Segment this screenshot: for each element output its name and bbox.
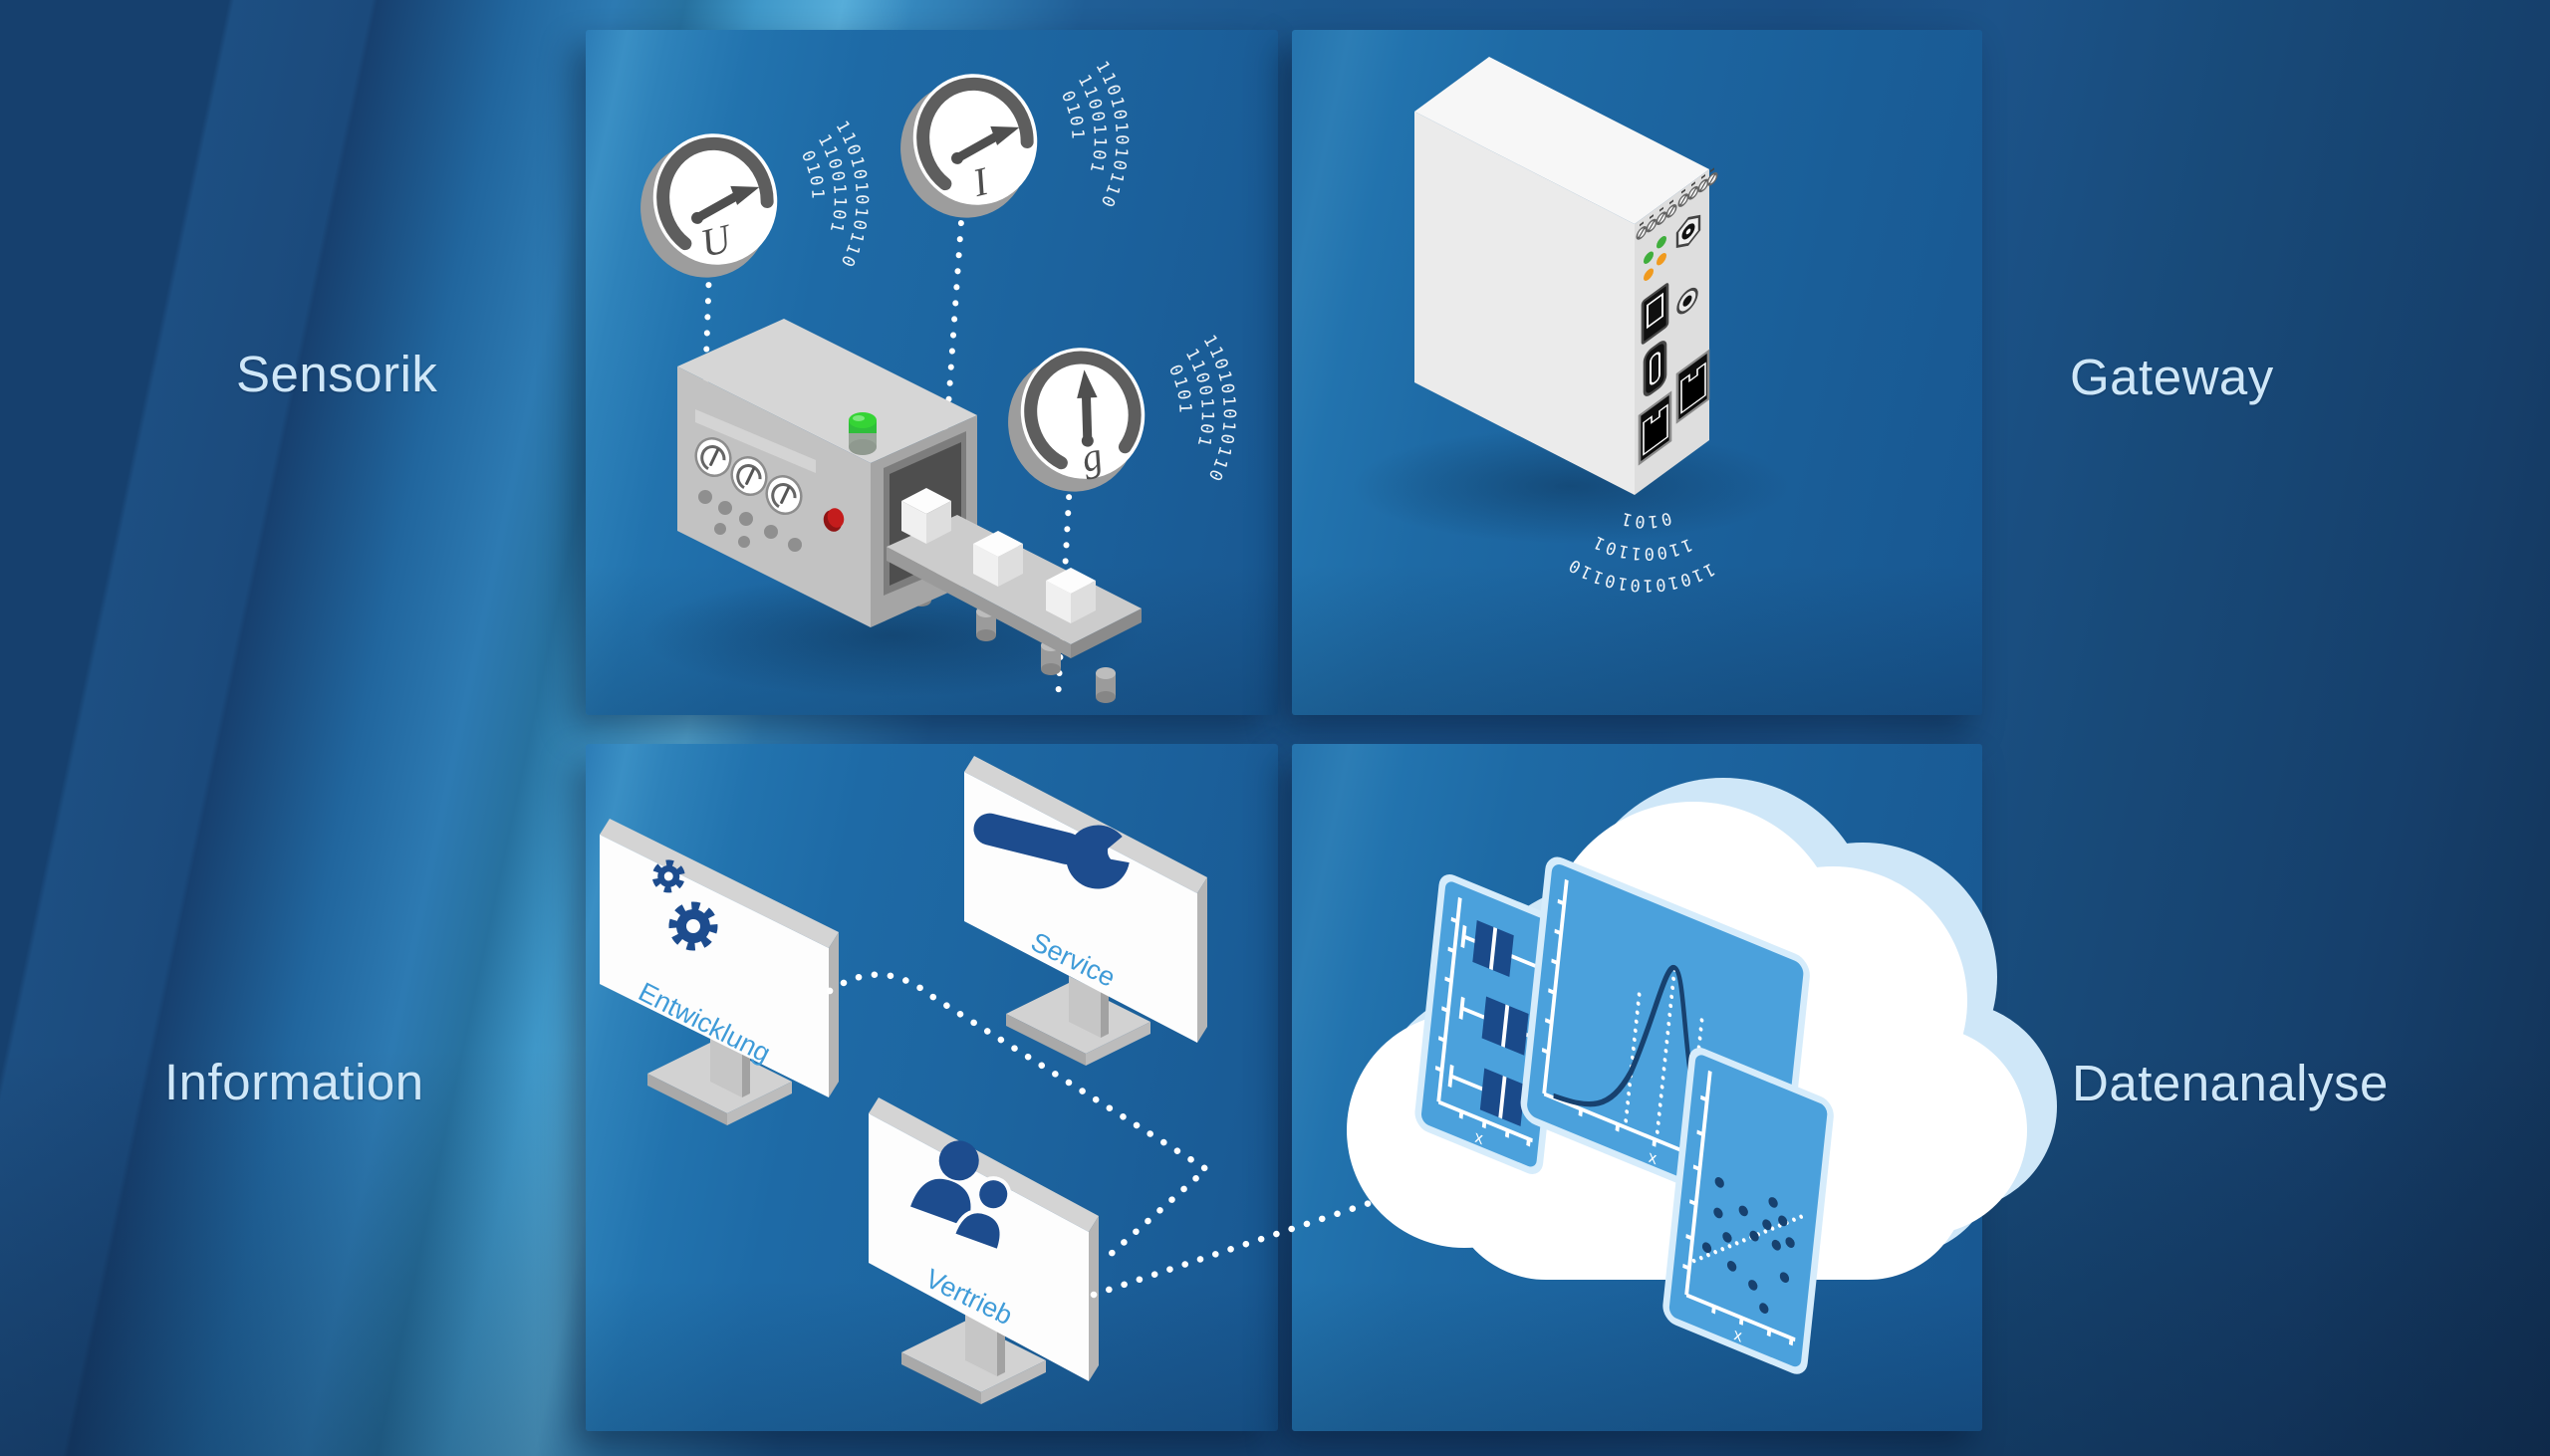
connector-vertrieb-cloud (1090, 1163, 1636, 1299)
boxplot-x-axis-label: x (1474, 1126, 1484, 1148)
machine-top-face (677, 319, 977, 463)
audio-jack (1676, 287, 1698, 315)
g-gauge: g (1008, 348, 1146, 492)
information-label: Information (164, 1054, 424, 1110)
gateway-ports (1636, 167, 1718, 466)
monitor-stand (901, 1315, 1046, 1404)
i-gauge: I (900, 74, 1038, 218)
scatter-x-axis-label: x (1733, 1325, 1743, 1346)
u-gauge: U (640, 133, 778, 278)
gateway-left-face (1414, 112, 1635, 495)
datenanalyse-illustration: x x (1347, 778, 2057, 1374)
chart-axes (1682, 1070, 1796, 1346)
button-red (823, 508, 845, 532)
machine-knobs (698, 490, 802, 552)
information-illustration: Entwicklung Service (600, 756, 1207, 1404)
status-leds (1644, 236, 1666, 281)
ethernet-port-1 (1638, 390, 1672, 466)
scatter-points (1701, 1177, 1795, 1314)
monitor-service: Service (964, 756, 1207, 1066)
chart-axes (1434, 896, 1533, 1147)
wrench-icon (973, 813, 1130, 889)
hdmi-port (1643, 341, 1667, 396)
conveyor-cubes (901, 488, 1096, 623)
gateway-illustration: 0101 11001101 110101010110 (1352, 57, 1790, 595)
u-gauge-needle (691, 185, 760, 224)
sensorik-illustration: U I g (640, 58, 1237, 704)
power-jack (1675, 214, 1701, 249)
i-gauge-needle (951, 125, 1020, 164)
ethernet-port-2 (1675, 349, 1710, 424)
monitor-vertrieb: Vertrieb (869, 1097, 1099, 1404)
monitor-screen (600, 835, 829, 1097)
monitor-screen (869, 1113, 1089, 1381)
machine (677, 319, 1142, 703)
signal-light-green (849, 412, 877, 455)
distribution-x-axis-label: x (1648, 1146, 1658, 1168)
people-icon (910, 1140, 1012, 1254)
sensorik-label: Sensorik (236, 346, 438, 402)
monitor-stand (647, 1036, 792, 1125)
datenanalyse-label: Datenanalyse (2072, 1055, 2389, 1111)
usb-port (1641, 283, 1669, 345)
gateway-device (1414, 57, 1718, 495)
connector-entwicklung-service (826, 971, 1212, 1261)
monitor-stand (1006, 976, 1150, 1066)
gateway-top-face (1414, 57, 1709, 224)
machine-panel-gauges (694, 437, 803, 515)
g-gauge-needle (1077, 369, 1098, 447)
scatter-chart-panel: x (1662, 1047, 1834, 1374)
machine-vent-strip (695, 409, 816, 473)
gateway-label: Gateway (2070, 349, 2274, 405)
terminal-screws (1636, 167, 1718, 240)
